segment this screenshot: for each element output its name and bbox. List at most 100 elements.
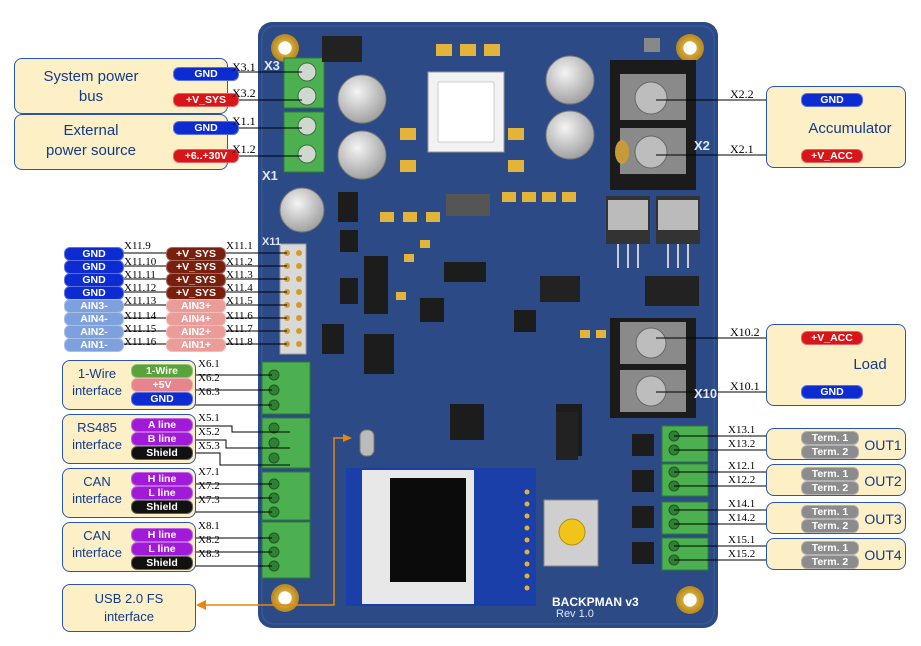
ref-x7-1: X7.1 [198,466,220,478]
pin-gnd: GND [173,121,239,135]
ref-x7-2: X7.2 [198,480,220,492]
pin-gnd: GND [131,392,193,406]
x11-pin-14: AIN4- [64,312,124,326]
pin-l-line: L line [131,542,193,556]
ref-x3-1: X3.1 [232,60,256,74]
silk-x3: X3 [264,58,280,73]
ref-x11-6: X11.6 [226,310,253,322]
pin-vsys: +V_SYS [173,93,239,107]
x11-pin-7: AIN2+ [166,325,226,339]
pin-onewire: 1-Wire [131,364,193,378]
ref-x10-2: X10.2 [730,325,760,339]
ref-x13-2: X13.2 [728,438,756,450]
pin-h-line: H line [131,472,193,486]
ref-x3-2: X3.2 [232,86,256,100]
x11-pin-11: GND [64,273,124,287]
ref-x7-3: X7.3 [198,494,220,506]
pin-h-line: H line [131,528,193,542]
ref-x11-3: X11.3 [226,269,253,281]
header-x11 [279,243,307,355]
x11-pin-15: AIN2- [64,325,124,339]
pin-vin: +6..+30V [173,149,239,163]
mount-hole [676,34,704,62]
accumulator-title: Accumulator [808,120,892,137]
x11-pin-8: AIN1+ [166,338,226,352]
callout-usb: USB 2.0 FS interface [62,584,196,632]
load-title: Load [853,356,887,373]
x11-pin-2: +V_SYS [166,260,226,274]
pin-5v: +5V [131,378,193,392]
out1-term2: Term. 2 [801,445,859,459]
pin-shield: Shield [131,500,193,514]
usb-leader [200,437,350,606]
ref-x8-1: X8.1 [198,520,220,532]
ref-x11-8: X11.8 [226,336,253,348]
mount-hole [271,584,299,612]
callout-onewire: 1-Wire interface 1-Wire +5V GND [62,360,196,410]
out2-title: OUT2 [864,473,902,489]
ref-x11-5: X11.5 [226,295,253,307]
silk-x1: X1 [262,168,278,183]
out1-term1: Term. 1 [801,431,859,445]
pin-vacc: +V_ACC [801,331,863,345]
ref-x11-9: X11.9 [124,240,151,252]
ref-x11-15: X11.15 [124,323,157,335]
board-name: BACKPMAN v3 [552,595,639,609]
out3-title: OUT3 [864,511,902,527]
ref-x11-16: X11.16 [124,336,157,348]
out3-term2: Term. 2 [801,519,859,533]
out2-term1: Term. 1 [801,467,859,481]
ref-x11-10: X11.10 [124,256,157,268]
ref-x1-1: X1.1 [232,114,256,128]
terminal-x12 [661,463,709,497]
x11-pin-3: +V_SYS [166,273,226,287]
ref-x14-1: X14.1 [728,498,756,510]
x11-pin-16: AIN1- [64,338,124,352]
ref-x6-3: X6.3 [198,386,220,398]
callout-out1: Term. 1 Term. 2 OUT1 [766,428,906,460]
pin-vacc: +V_ACC [801,149,863,163]
out4-title: OUT4 [864,547,902,563]
out4-term1: Term. 1 [801,541,859,555]
pin-l-line: L line [131,486,193,500]
callout-out2: Term. 1 Term. 2 OUT2 [766,464,906,496]
ref-x13-1: X13.1 [728,424,756,436]
callout-can-2: CAN interface H line L line Shield [62,522,196,572]
callout-system-power: System power bus GND +V_SYS [14,58,239,114]
usb-title: USB 2.0 FS interface [94,591,164,624]
callout-accumulator: GND Accumulator +V_ACC [766,86,906,168]
rs485-title: RS485 interface [72,420,122,452]
pin-a-line: A line [131,418,193,432]
silk-x2: X2 [694,138,710,153]
callout-out4: Term. 1 Term. 2 OUT4 [766,538,906,570]
ref-x15-1: X15.1 [728,534,756,546]
silk-x10: X10 [694,386,718,401]
x11-pin-10: GND [64,260,124,274]
ref-x8-3: X8.3 [198,548,220,560]
ref-x11-14: X11.14 [124,310,157,322]
x11-pin-5: AIN3+ [166,299,226,313]
out2-term2: Term. 2 [801,481,859,495]
pin-gnd: GND [801,93,863,107]
external-power-title: External power source [45,122,137,159]
ref-x11-2: X11.2 [226,256,253,268]
ref-x2-2: X2.2 [730,87,754,101]
ref-x6-1: X6.1 [198,358,220,370]
ref-x11-1: X11.1 [226,240,253,252]
callout-can-1: CAN interface H line L line Shield [62,468,196,518]
mount-hole [271,34,299,62]
ref-x2-1: X2.1 [730,142,754,156]
ref-x11-4: X11.4 [226,282,253,294]
x11-pin-9: GND [64,247,124,261]
x11-pin-12: GND [64,286,124,300]
x11-pin-6: AIN4+ [166,312,226,326]
x11-pin-1: +V_SYS [166,247,226,261]
terminal-x14 [661,501,709,535]
terminal-x13 [661,425,709,463]
ref-x12-2: X12.2 [728,474,756,486]
ref-x5-3: X5.3 [198,440,220,452]
ref-x11-12: X11.12 [124,282,157,294]
pin-gnd: GND [801,385,863,399]
ref-x11-11: X11.11 [124,269,156,281]
